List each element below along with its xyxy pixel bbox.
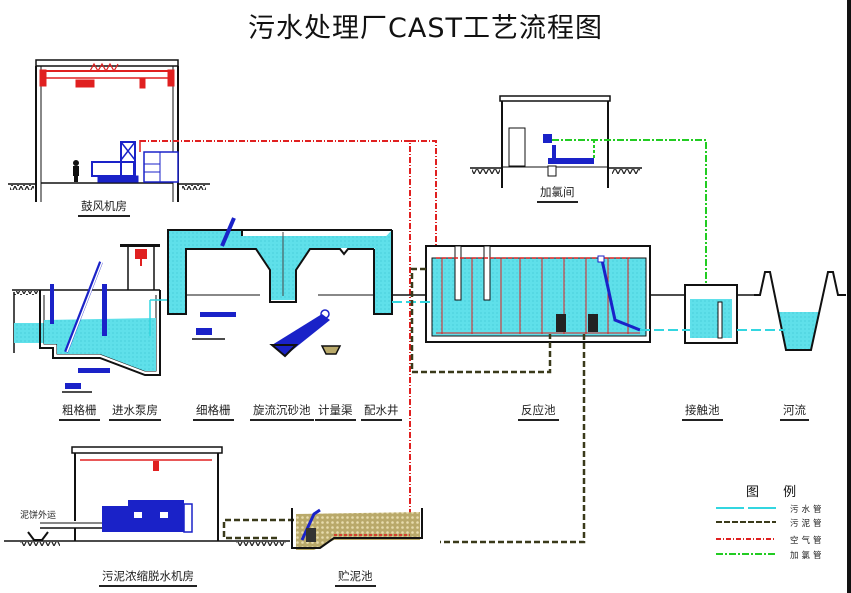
sludge-pump-2 [588,314,598,332]
legend-label-air: 空气管 [790,536,825,546]
pretreatment-channels [167,217,425,358]
decanter [600,259,641,332]
legend-label-wastewater: 污水管 [790,505,825,515]
frame-border [847,0,851,593]
sludge-pump-1 [556,314,566,332]
river [754,271,846,351]
legend [716,507,776,555]
legend-label-sludge: 污泥管 [790,519,825,529]
page-title: 污水处理厂CAST工艺流程图 [248,13,603,44]
label-reaction-tank: 反应池 [518,402,559,421]
person-icon [73,160,79,182]
contact-tank [684,284,756,344]
legend-label-chlorine: 加氯管 [790,551,825,561]
sludge-storage-tank [291,508,423,550]
label-coarse-screen: 粗格栅 [59,402,100,421]
chlorination-room [470,95,642,188]
label-contact-tank: 接触池 [682,402,723,421]
sludge-pipe [222,267,586,544]
label-distribution-well: 配水井 [361,402,402,421]
chlorine-pipe [552,139,707,324]
label-metering-channel: 计量渠 [315,402,356,421]
label-chlorination-room: 加氯间 [537,184,578,203]
reaction-tank [425,245,684,343]
legend-title: 图 例 [746,485,807,500]
blower-unit [91,140,179,183]
label-blower-room: 鼓风机房 [78,198,130,217]
label-sludge-cake-out: 泥饼外运 [20,511,57,521]
blower-room [8,59,210,202]
sludge-dewatering-room [4,446,290,546]
label-vortex-grit-chamber: 旋流沉砂池 [250,402,314,421]
overhead-crane [39,62,175,89]
label-influent-pump-room: 进水泵房 [109,402,161,421]
label-sludge-storage-tank: 贮泥池 [335,568,376,587]
label-sludge-dewatering-room: 污泥浓缩脱水机房 [99,568,197,587]
coarse-screen-and-pump-room [12,244,168,393]
label-river: 河流 [780,402,809,421]
label-fine-screen: 细格栅 [193,402,234,421]
